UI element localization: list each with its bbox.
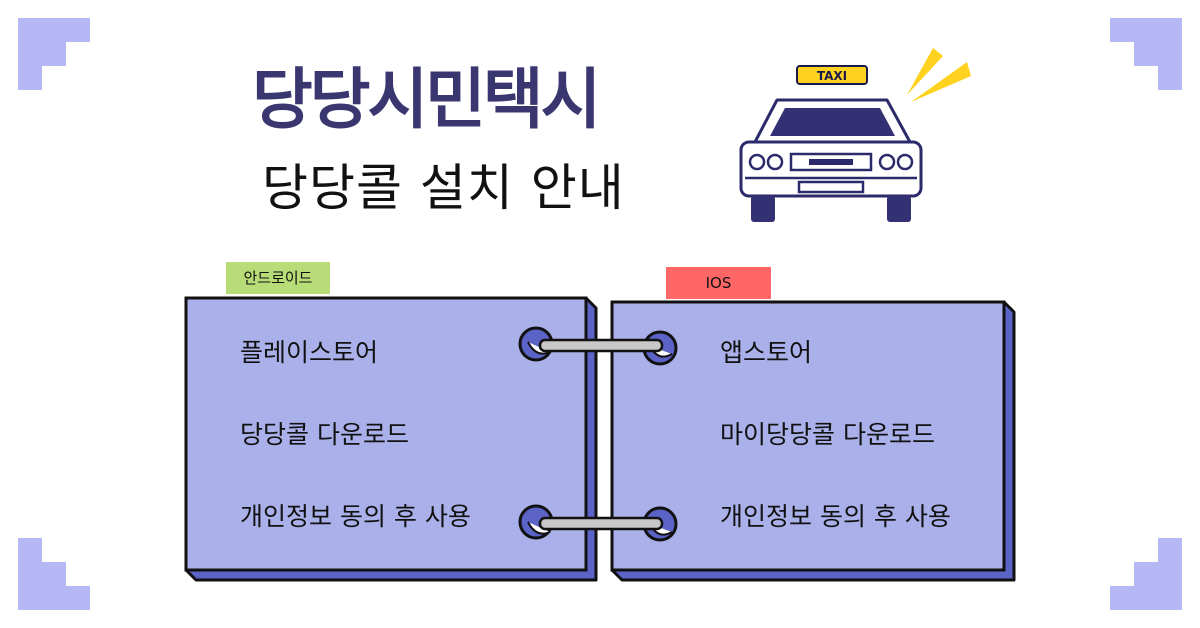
highlight-stroke [907, 48, 943, 95]
corner-decoration-top-left [18, 18, 90, 90]
binder-ring-top [518, 326, 678, 366]
corner-decoration-bottom-left [18, 538, 90, 610]
android-step-2: 당당콜 다운로드 [240, 420, 409, 449]
corner-decoration-bottom-right [1110, 538, 1182, 610]
corner-decoration-top-right [1110, 18, 1182, 90]
binder-rings [500, 300, 700, 570]
android-step-3: 개인정보 동의 후 사용 [240, 502, 471, 531]
android-tag: 안드로이드 [226, 262, 330, 294]
ios-card: 앱스토어 마이당당콜 다운로드 개인정보 동의 후 사용 [610, 300, 1018, 582]
ios-step-3: 개인정보 동의 후 사용 [720, 502, 951, 531]
taxi-sign-label: TAXI [817, 69, 847, 83]
highlight-stroke [911, 62, 971, 102]
page-subtitle: 당당콜 설치 안내 [262, 159, 625, 217]
binder-ring-bottom [518, 504, 678, 542]
taxi-icon: TAXI [735, 40, 975, 230]
ios-step-1: 앱스토어 [720, 338, 813, 367]
ios-tag: IOS [666, 267, 771, 299]
page-title: 당당시민택시 [252, 61, 601, 138]
android-step-1: 플레이스토어 [240, 338, 379, 367]
android-card: 플레이스토어 당당콜 다운로드 개인정보 동의 후 사용 [184, 296, 600, 582]
ios-step-2: 마이당당콜 다운로드 [720, 420, 935, 449]
